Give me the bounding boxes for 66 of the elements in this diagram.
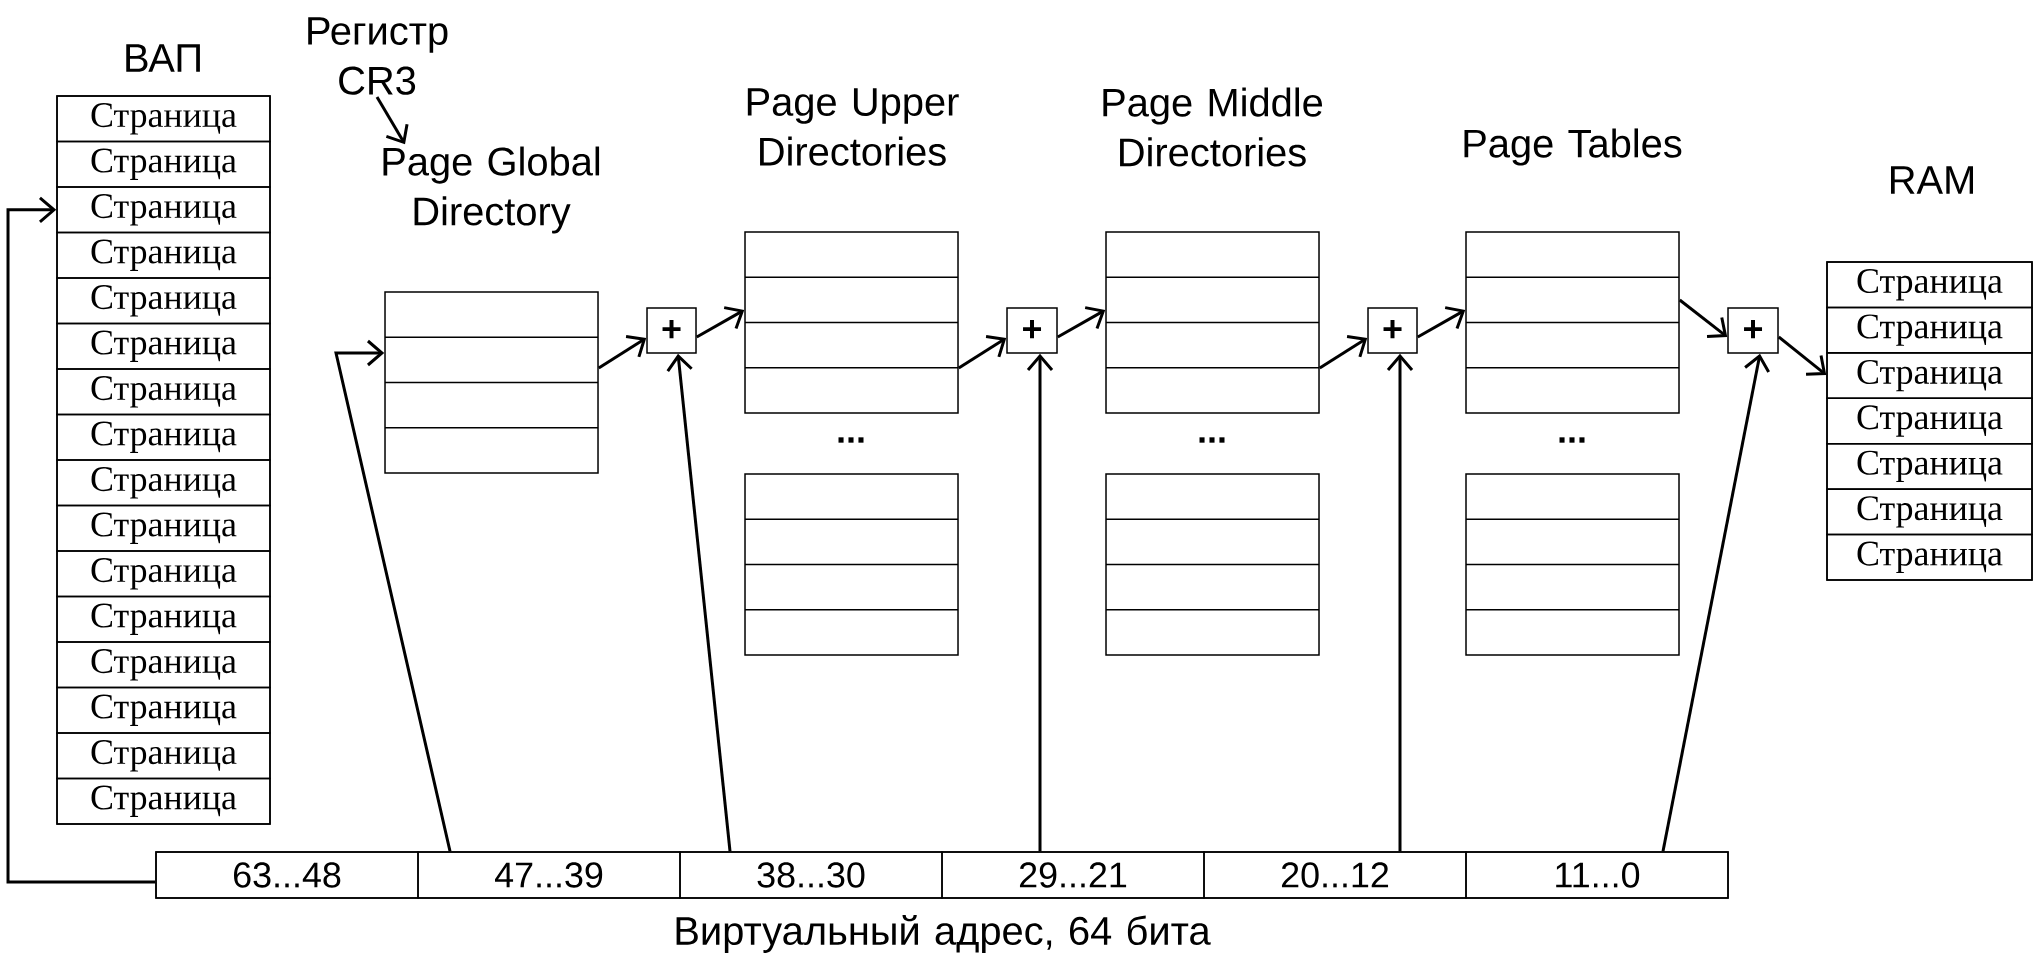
directory-table — [1105, 473, 1320, 656]
arrow — [1386, 353, 1414, 852]
directory-table: Page Middle Directories — [1103, 87, 1323, 414]
page-cell: Страница — [56, 504, 271, 552]
page-cell: Страница — [56, 413, 271, 461]
page-cell: Страница — [56, 686, 271, 734]
ellipsis: ... — [838, 437, 864, 443]
directory-table: Page Tables — [1464, 128, 1682, 414]
page-cell: Страница — [1826, 352, 2033, 400]
page-cell: Страница — [56, 95, 271, 143]
bit-field-cell: 20...12 — [1203, 851, 1467, 899]
page-cell: Страница — [56, 322, 271, 370]
bit-field-cell: 29...21 — [941, 851, 1205, 899]
page-cell: Страница — [56, 277, 271, 325]
arrow — [1777, 335, 1827, 376]
directory-table — [1465, 473, 1680, 656]
arrow — [597, 335, 647, 370]
bit-field-cell: 38...30 — [679, 851, 943, 899]
arrow — [6, 196, 156, 884]
node-label: Page Middle Directories — [1103, 87, 1323, 167]
page-cell: Страница — [56, 186, 271, 234]
arrow — [375, 96, 409, 145]
page-cell: Страница — [56, 231, 271, 279]
page-cell: Страница — [56, 550, 271, 598]
ellipsis: ... — [1199, 437, 1225, 443]
directory-table: Page Upper Directories — [744, 88, 959, 414]
node-label: RAM — [1890, 166, 1973, 194]
page-cell: Страница — [56, 368, 271, 416]
page-cell: Страница — [1826, 261, 2033, 309]
arrow — [666, 353, 732, 852]
arrow — [696, 306, 745, 339]
arrow — [1318, 335, 1368, 370]
page-cell: Страница — [56, 732, 271, 780]
adder-box: + — [1727, 307, 1779, 354]
node-label: Виртуальный адрес, 64 бита — [676, 915, 1211, 953]
page-cell: Страница — [56, 459, 271, 507]
adder-box: + — [646, 307, 697, 354]
page-cell: Страница — [56, 595, 271, 643]
bit-field-cell: 63...48 — [155, 851, 419, 899]
arrow — [1678, 298, 1728, 338]
register-label: Регистр CR3 — [308, 17, 448, 95]
adder-box: + — [1367, 307, 1418, 354]
arrow — [1057, 306, 1106, 339]
page-cell: Страница — [1826, 533, 2033, 581]
node-label: Page Tables — [1464, 128, 1682, 166]
arrow — [957, 335, 1007, 370]
adder-box: + — [1006, 307, 1058, 354]
arrow — [1661, 353, 1770, 852]
bit-field-cell: 47...39 — [417, 851, 681, 899]
directory-table — [744, 473, 959, 656]
page-cell: Страница — [1826, 306, 2033, 354]
arrow — [1026, 353, 1054, 852]
page-cell: Страница — [56, 641, 271, 689]
arrow — [1417, 306, 1466, 339]
page-cell: Страница — [56, 777, 271, 825]
bit-field-cell: 11...0 — [1465, 851, 1729, 899]
page-cell: Страница — [56, 140, 271, 188]
directory-table: Page Global Directory — [383, 146, 600, 474]
node-label: ВАП — [126, 44, 200, 72]
page-cell: Страница — [1826, 442, 2033, 490]
arrow — [334, 339, 452, 852]
node-label: Page Global Directory — [383, 146, 600, 234]
page-cell: Страница — [1826, 488, 2033, 536]
page-cell: Страница — [1826, 397, 2033, 445]
ellipsis: ... — [1559, 437, 1585, 443]
node-label: Page Upper Directories — [747, 88, 959, 166]
